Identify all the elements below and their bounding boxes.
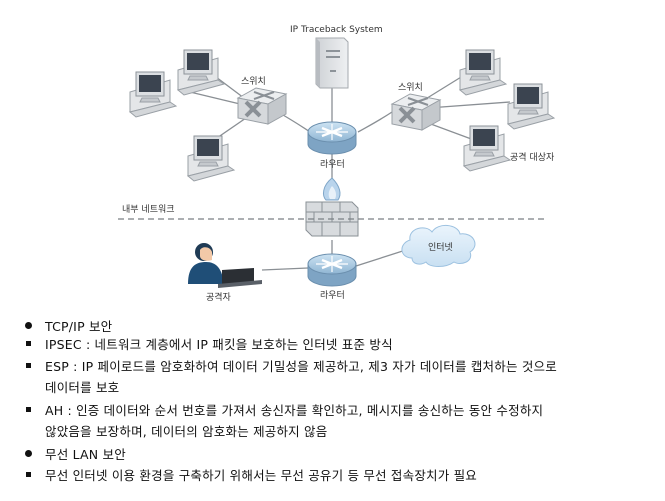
item-wireless: 무선 인터넷 이용 환경을 구축하기 위해서는 무선 공유기 등 무선 접속장치…	[45, 468, 478, 483]
item-ah-line2: 않았음을 보장하며, 데이터의 암호화는 제공하지 않음	[45, 424, 328, 439]
target-label: 공격 대상자	[510, 151, 555, 163]
item-bullet	[26, 407, 31, 412]
flame-icon	[323, 177, 341, 201]
server-icon	[315, 37, 349, 89]
item-esp-line2: 데이터를 보호	[45, 380, 120, 395]
router-label-bottom: 라우터	[320, 290, 345, 301]
computer-icon	[507, 83, 555, 130]
computer-icon	[459, 49, 507, 96]
item-ipsec: IPSEC : 네트워크 계층에서 IP 패킷을 보호하는 인터넷 표준 방식	[45, 337, 393, 352]
cloud-icon	[401, 225, 476, 267]
computer-icon	[177, 49, 225, 96]
router-icon-top	[306, 120, 358, 156]
computer-icon	[129, 71, 177, 118]
router-label-top: 라우터	[320, 159, 345, 170]
item-bullet	[26, 472, 31, 477]
attacker-icon	[188, 243, 262, 288]
item-bullet	[26, 363, 31, 368]
section-bullet	[25, 322, 32, 329]
computer-icon	[187, 135, 235, 182]
item-esp-line1: ESP : IP 페이로드를 암호화하여 데이터 기밀성을 제공하고, 제3 자…	[45, 359, 557, 374]
switch-label-left: 스위치	[241, 75, 266, 87]
switch-label-right: 스위치	[398, 81, 423, 93]
target-computer-icon	[463, 125, 511, 172]
router-icon-bottom	[306, 252, 358, 288]
network-diagram: IP Traceback System 스위치 스위치 라우터	[118, 25, 555, 303]
switch-icon-left	[236, 86, 288, 126]
internet-label: 인터넷	[428, 242, 453, 253]
section-heading-tcpip: TCP/IP 보안	[45, 319, 113, 334]
internal-network-label: 내부 네트워크	[122, 204, 175, 215]
item-ah-line1: AH : 인증 데이터와 순서 번호를 가져서 송신자를 확인하고, 메시지를 …	[45, 403, 544, 418]
diagram-title: IP Traceback System	[290, 25, 383, 35]
section-heading-wlan: 무선 LAN 보안	[45, 447, 126, 462]
section-bullet	[25, 450, 32, 457]
item-bullet	[26, 341, 31, 346]
attacker-label: 공격자	[206, 291, 232, 303]
